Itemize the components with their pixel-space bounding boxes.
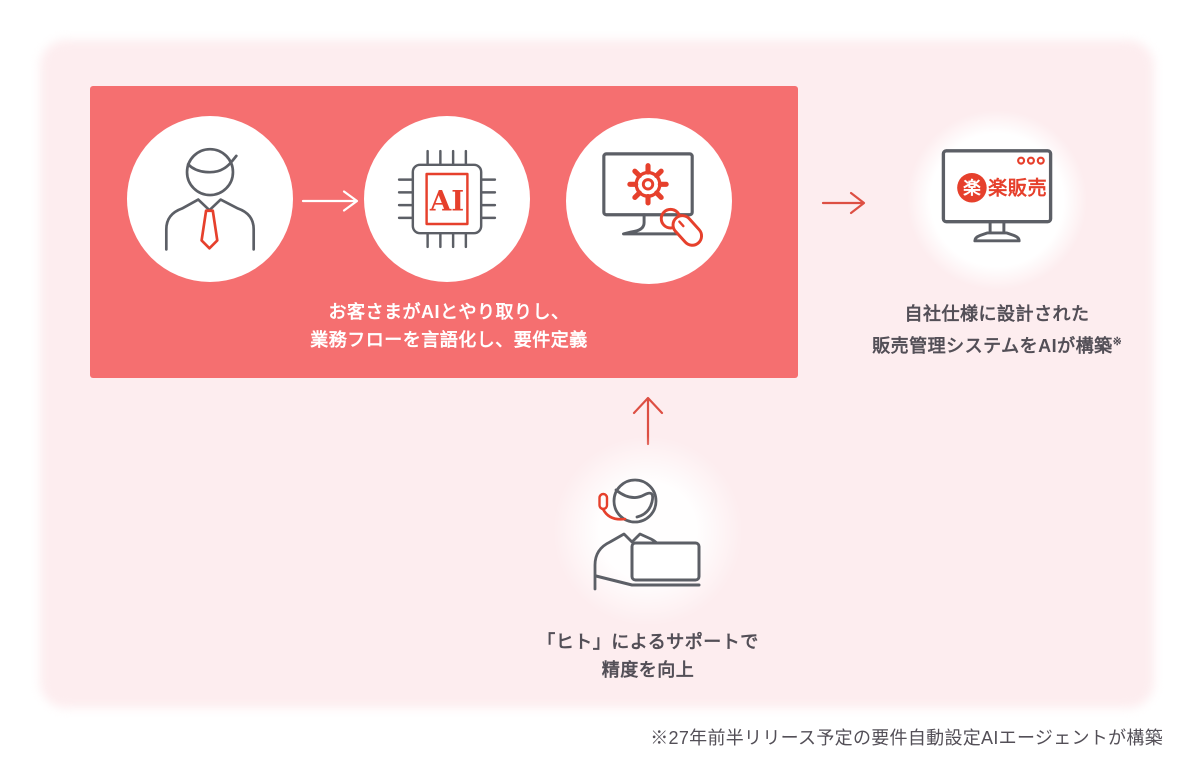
note-mark: ※ xyxy=(1112,336,1122,348)
support-caption-line1: 「ヒト」によるサポートで xyxy=(537,632,759,652)
monitor-gear-mouse-icon xyxy=(602,152,704,247)
support-circle xyxy=(553,436,743,626)
ai-chip-circle: AI xyxy=(364,116,530,282)
gear-icon xyxy=(627,163,669,206)
result-caption: 自社仕様に設計された 販売管理システムをAIが構築※ xyxy=(797,300,1197,360)
footnote: ※27年前半リリース予定の要件自動設定AIエージェントが構築 xyxy=(650,728,1163,748)
monitor-stand xyxy=(622,213,681,236)
mouse-icon xyxy=(671,214,704,247)
ai-chip-label: AI xyxy=(429,186,464,218)
logo-circle-char: 楽 xyxy=(963,177,981,198)
logo-text: 楽販売 xyxy=(988,176,1047,199)
headset-icon xyxy=(598,492,627,521)
ai-chip-icon: AI xyxy=(397,149,497,249)
flow-caption-line2: 業務フローを言語化し、要件定義 xyxy=(310,330,588,350)
laptop-screen xyxy=(630,541,701,582)
hair-swoosh xyxy=(614,488,655,519)
support-caption: 「ヒト」によるサポートで 精度を向上 xyxy=(448,628,848,684)
flow-caption-line1: お客さまがAIとやり取りし、 xyxy=(328,302,570,322)
arrow-right-red-icon xyxy=(821,191,866,215)
monitor-base xyxy=(973,230,1021,242)
result-circle: 楽 楽販売 xyxy=(907,110,1087,290)
system-build-circle xyxy=(566,118,732,284)
necktie xyxy=(200,209,219,250)
customer-person-icon xyxy=(164,147,256,251)
flow-caption: お客さまがAIとやり取りし、 業務フローを言語化し、要件定義 xyxy=(149,298,749,354)
arrow-right-white-icon xyxy=(301,190,359,212)
support-operator-laptop-icon xyxy=(593,478,701,591)
customer-circle xyxy=(127,116,293,282)
rakuraku-hanbai-monitor-icon: 楽 楽販売 xyxy=(941,148,1053,242)
logo-circle xyxy=(957,172,987,202)
browser-dots-icon xyxy=(1017,156,1045,165)
result-caption-line2: 販売管理システムをAIが構築※ xyxy=(872,336,1122,356)
support-caption-line2: 精度を向上 xyxy=(601,660,695,680)
laptop-deck xyxy=(594,574,701,587)
result-caption-line1: 自社仕様に設計された xyxy=(904,304,1090,324)
hair-swoosh xyxy=(186,154,238,174)
